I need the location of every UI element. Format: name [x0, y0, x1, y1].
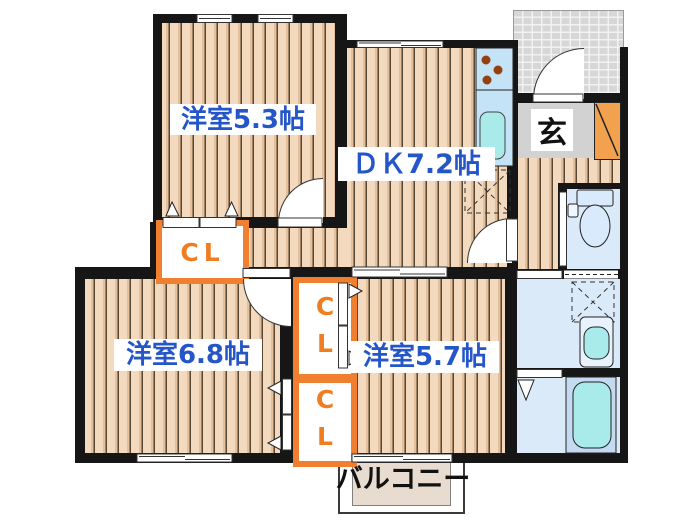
wall-bath-top	[505, 368, 628, 377]
wall-57-right	[505, 277, 517, 455]
burner-dot	[493, 65, 503, 75]
window	[356, 40, 444, 48]
partition-dashed	[564, 270, 618, 279]
window	[136, 453, 233, 463]
shoe-cabinet-diagonal	[595, 103, 619, 157]
wall-53-bottom	[153, 217, 347, 228]
wall-right	[620, 47, 628, 463]
genkan-label: 玄	[537, 116, 567, 151]
burner-dot	[482, 75, 492, 85]
dk-corridor-door-leaf	[506, 218, 518, 262]
toilet-door	[559, 191, 567, 267]
wall-toilet-top	[558, 183, 620, 189]
washing-machine-space	[571, 281, 615, 323]
closet-68-bifold-door	[266, 378, 292, 451]
room-68-door-leaf	[242, 268, 291, 278]
bathtub	[565, 376, 617, 454]
dk-label: ＤＫ7.2帖	[338, 147, 495, 181]
bath-folding-door	[516, 369, 563, 402]
room-53-label: 洋室5.3帖	[170, 104, 316, 135]
window	[196, 14, 294, 23]
closet-57-label: CL	[310, 291, 340, 366]
balcony-label: バルコニー	[335, 463, 471, 495]
entrance-door-sill	[532, 93, 584, 103]
wall-cl53-left	[150, 222, 158, 272]
sliding-glass-door	[351, 453, 453, 463]
sliding-door	[351, 266, 448, 278]
closet-68: CL	[293, 377, 357, 467]
wall-53-top	[153, 14, 347, 23]
room-57-label: 洋室5.7帖	[351, 341, 499, 373]
toilet-fixture	[567, 189, 614, 248]
room-53-door-leaf	[277, 217, 323, 228]
washroom-door	[516, 270, 563, 279]
closet-68-label: CL	[310, 385, 340, 459]
washbasin	[579, 316, 614, 368]
balcony-floor	[352, 460, 451, 506]
wall-68-left	[75, 267, 85, 463]
closet-53-bifold-door	[162, 200, 239, 228]
genkan-label-box: 玄	[531, 109, 573, 151]
wall-53-left	[153, 14, 162, 228]
corridor-floor-upper	[517, 155, 620, 185]
closet-53-label: CL	[180, 237, 225, 267]
burner-dot	[481, 55, 491, 65]
corridor-floor	[517, 183, 562, 271]
room-68-label: 洋室6.8帖	[114, 339, 262, 371]
